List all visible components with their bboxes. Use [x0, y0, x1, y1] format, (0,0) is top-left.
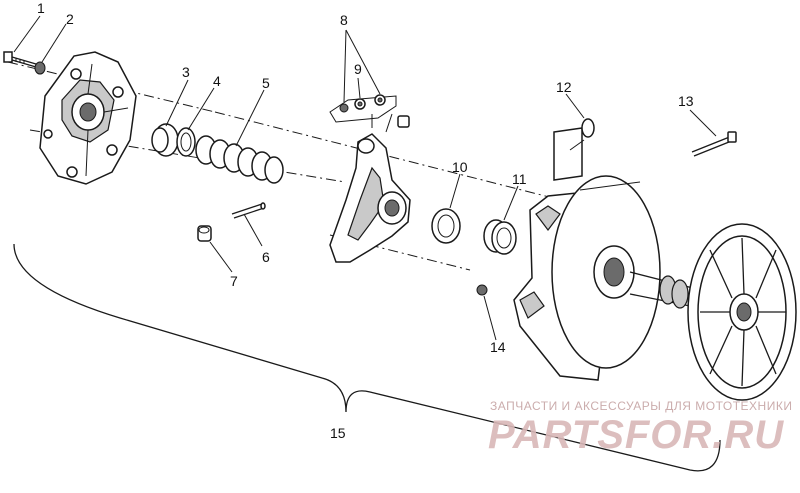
pin-6	[231, 202, 266, 219]
bolt-1	[3, 51, 37, 68]
fixed-sheave	[687, 223, 797, 401]
washer-2	[34, 61, 46, 75]
washer-10	[431, 208, 461, 244]
nut-14	[476, 284, 488, 296]
spider-arm	[329, 113, 411, 263]
callout-14: 14	[490, 339, 506, 355]
callout-1: 1	[37, 0, 45, 16]
watermark: ЗАПЧАСТИ И АКСЕССУАРЫ ДЛЯ МОТОТЕХНИКИ PA…	[488, 399, 792, 457]
watermark-caption: ЗАПЧАСТИ И АКСЕССУАРЫ ДЛЯ МОТОТЕХНИКИ	[490, 399, 792, 413]
tag-12	[553, 118, 595, 181]
nut-7	[197, 225, 212, 242]
hardware-8-9	[329, 94, 410, 128]
callout-9: 9	[354, 61, 362, 77]
callout-7: 7	[230, 273, 238, 289]
callout-labels: 1 2 3 4 5 6 7 8 9 10 11 12 13 14 15	[37, 0, 694, 441]
cover-housing	[39, 51, 137, 185]
callout-11: 11	[512, 171, 527, 187]
callout-5: 5	[262, 75, 270, 91]
callout-12: 12	[556, 79, 572, 95]
watermark-logo: PARTSFOR.RU	[488, 413, 784, 457]
callout-10: 10	[452, 159, 468, 175]
leader-lines	[13, 15, 717, 341]
moveable-sheave	[513, 175, 661, 381]
callout-4: 4	[213, 73, 221, 89]
ring-4	[176, 127, 196, 157]
bushing-11	[483, 219, 517, 255]
callout-15: 15	[330, 425, 346, 441]
group-bracket-15	[13, 243, 721, 472]
spring-5	[195, 135, 284, 184]
callout-3: 3	[182, 64, 190, 80]
callout-2: 2	[66, 11, 74, 27]
bolt-13	[691, 131, 737, 157]
callout-6: 6	[262, 249, 270, 265]
bushing-3	[151, 123, 179, 157]
callout-13: 13	[678, 93, 694, 109]
callout-8: 8	[340, 12, 348, 28]
